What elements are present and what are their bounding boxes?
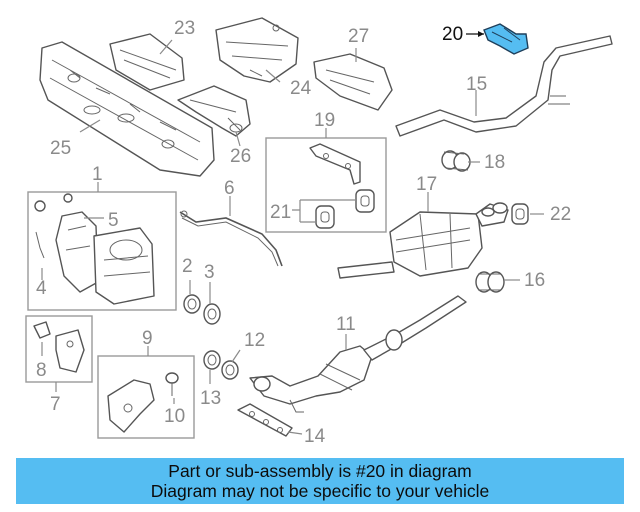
callout-22: 22 — [550, 204, 571, 225]
part-9-bracket — [107, 372, 179, 433]
part-25-heat-shield — [39, 41, 215, 177]
callout-21: 21 — [270, 202, 291, 223]
part-11-front-pipe — [249, 295, 467, 413]
callout-25: 25 — [50, 138, 71, 159]
callout-5: 5 — [108, 210, 119, 231]
callout-8: 8 — [36, 360, 47, 381]
leader-26 — [235, 131, 241, 147]
part-16-clamp — [475, 271, 505, 293]
leader-21 — [292, 199, 356, 223]
banner-line-part-reference: Part or sub-assembly is #20 in diagram — [168, 461, 472, 481]
part-19-hanger-bracket — [309, 143, 361, 185]
part-21-rubber-mounts — [315, 189, 375, 229]
callout-18: 18 — [484, 152, 505, 173]
leader-24 — [265, 69, 281, 83]
part-18-clamp — [441, 150, 471, 172]
callout-9: 9 — [142, 328, 153, 349]
part-26-bracket — [177, 85, 251, 137]
callout-19: 19 — [314, 110, 335, 131]
info-banner: Part or sub-assembly is #20 in diagram D… — [16, 458, 624, 504]
part-12-gasket — [221, 360, 239, 380]
part-22-rubber-mount — [511, 203, 529, 225]
leader-12 — [231, 349, 241, 363]
callout-3: 3 — [204, 262, 215, 283]
part-3-gasket — [203, 303, 221, 325]
callout-12: 12 — [244, 330, 265, 351]
part-1-catalytic-converter — [34, 193, 155, 305]
callout-13: 13 — [200, 388, 221, 409]
part-27-heat-shield — [313, 53, 393, 111]
exhaust-parts-diagram: 23 24 27 20 15 25 26 19 18 1 6 17 21 22 … — [25, 17, 613, 447]
part-13-gasket — [203, 350, 221, 370]
part-14-bracket-strip — [237, 403, 293, 437]
leader-23 — [159, 39, 173, 55]
callout-16: 16 — [524, 270, 545, 291]
part-15-tail-pipe — [395, 35, 613, 137]
callout-20: 20 — [442, 24, 463, 45]
leader-25 — [79, 119, 101, 133]
callout-7: 7 — [50, 394, 61, 415]
callout-17: 17 — [416, 174, 437, 195]
part-6-pipe — [179, 210, 283, 267]
callout-6: 6 — [224, 178, 235, 199]
part-8-bracket — [33, 321, 85, 373]
callout-2: 2 — [182, 256, 193, 277]
box-9 — [97, 355, 195, 439]
callout-14: 14 — [304, 426, 326, 447]
callout-24: 24 — [290, 78, 312, 99]
part-24-heat-shield — [215, 17, 299, 83]
callout-27: 27 — [348, 26, 369, 47]
part-20-bracket-highlighted — [483, 23, 529, 55]
callout-4: 4 — [36, 278, 47, 299]
box-7 — [25, 315, 93, 383]
callout-26: 26 — [230, 146, 251, 167]
box-1 — [27, 191, 177, 311]
arrow-20 — [478, 31, 484, 37]
callout-1: 1 — [92, 164, 103, 185]
banner-line-disclaimer: Diagram may not be specific to your vehi… — [150, 481, 490, 501]
part-17-rear-muffler — [337, 202, 509, 279]
callout-11: 11 — [336, 314, 356, 335]
callout-10: 10 — [164, 406, 185, 427]
leader-14 — [287, 431, 303, 435]
part-2-gasket — [183, 294, 201, 314]
callout-15: 15 — [466, 74, 487, 95]
callout-23: 23 — [174, 18, 195, 39]
